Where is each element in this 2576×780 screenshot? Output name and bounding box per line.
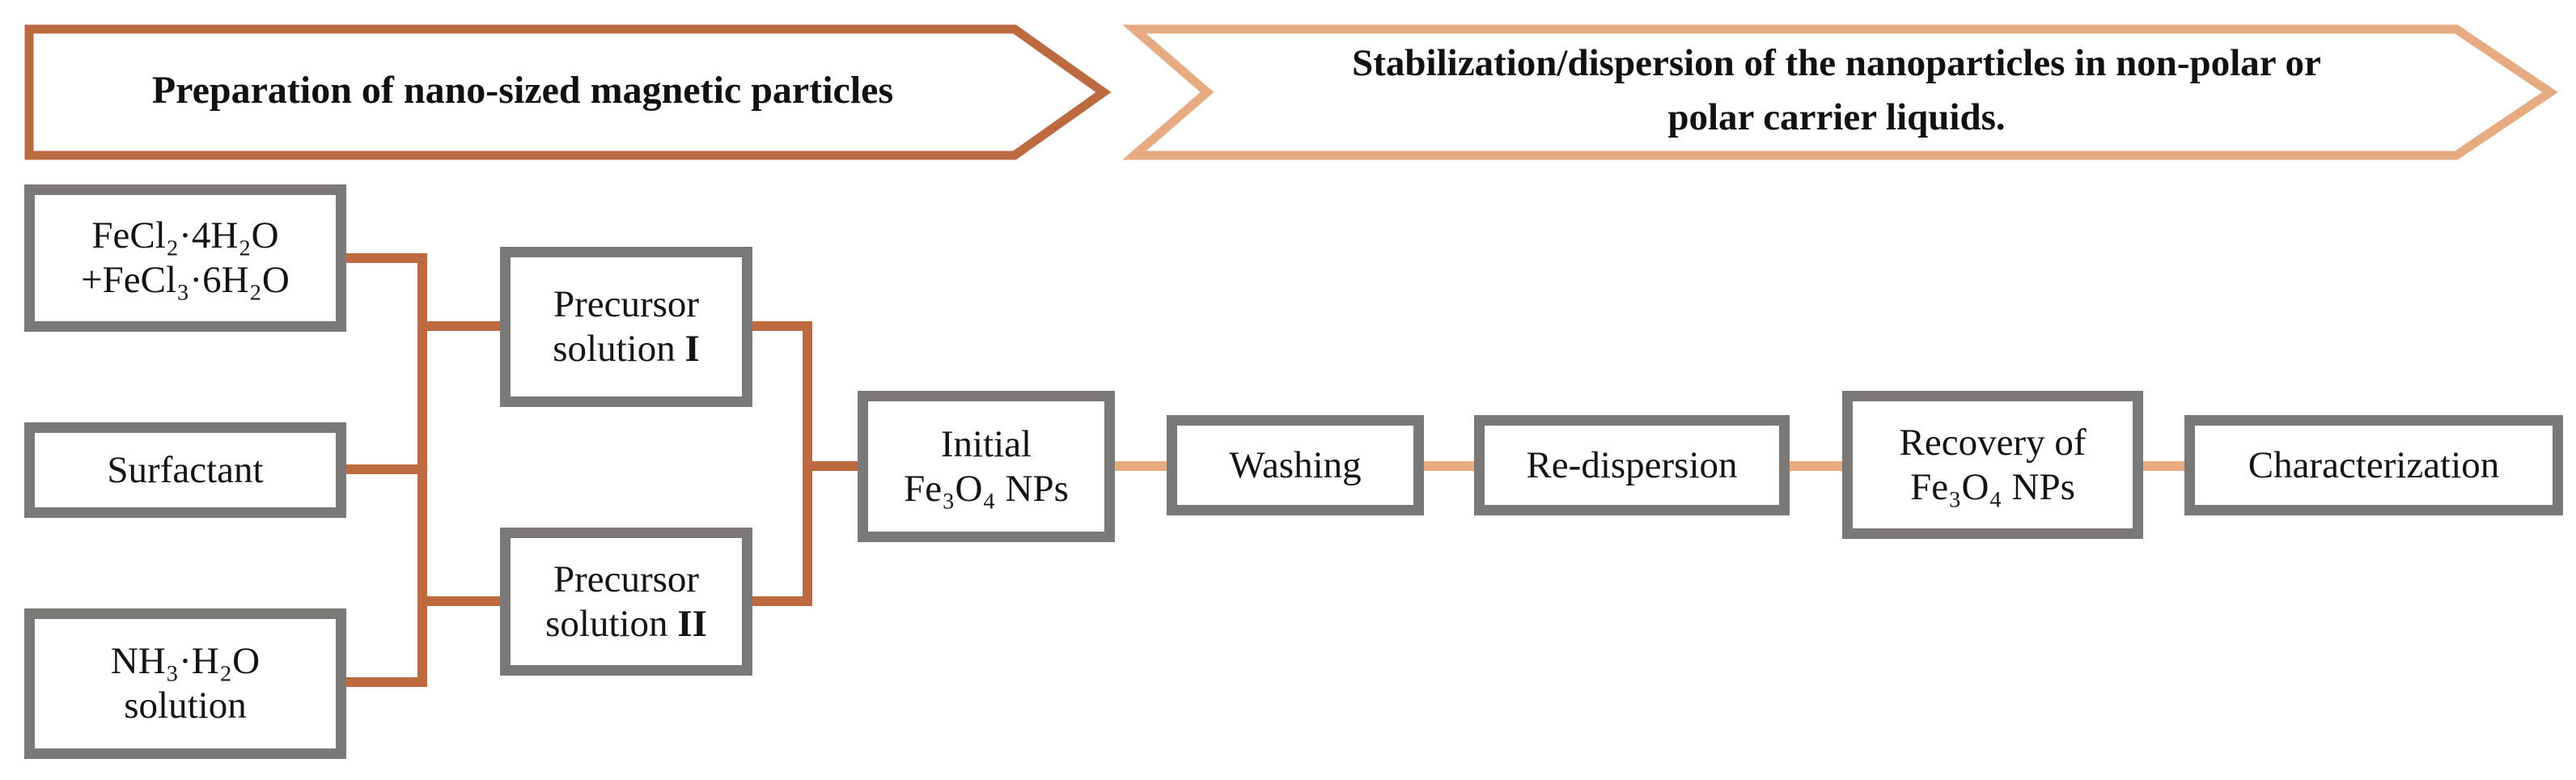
stage1-banner-label: Preparation of nano-sized magnetic parti…	[29, 24, 1016, 157]
connector-left-trunk-vertical	[417, 253, 427, 687]
node-iron-chloride-salts-line1: FeCl₂·4H₂O	[91, 214, 279, 257]
precursor1-line2-text: solution	[553, 328, 685, 370]
node-characterization-label: Characterization	[2248, 443, 2500, 486]
precursor2-line2-text: solution	[545, 602, 678, 645]
connector-ironsalts-to-trunk	[340, 253, 427, 263]
node-surfactant: Surfactant	[24, 422, 346, 518]
node-recovery-fe3o4-nps: Recovery of Fe₃O₄ NPs	[1842, 391, 2143, 539]
node-precursor1-line2: solution I	[553, 327, 700, 371]
connector-merge-to-initialnps	[803, 461, 867, 471]
node-washing: Washing	[1167, 415, 1424, 515]
node-initial-nps-line2: Fe₃O₄ NPs	[904, 467, 1069, 510]
node-precursor2-line1: Precursor	[553, 557, 700, 600]
precursor1-numeral: I	[684, 328, 700, 370]
stage2-banner-text-line1: Stabilization/dispersion of the nanopart…	[1352, 42, 2321, 85]
connector-recovery-to-characterization	[2138, 461, 2193, 471]
node-redispersion-label: Re-dispersion	[1526, 443, 1738, 486]
node-characterization: Characterization	[2184, 415, 2563, 515]
node-surfactant-label: Surfactant	[107, 448, 264, 491]
stage1-banner-arrow-shape	[24, 24, 1112, 160]
node-iron-chloride-salts: FeCl₂·4H₂O +FeCl₃·6H₂O	[24, 184, 346, 332]
node-precursor1-line1: Precursor	[553, 283, 700, 326]
connector-trunk-to-precursor2	[417, 596, 508, 606]
stage1-banner-text: Preparation of nano-sized magnetic parti…	[151, 68, 894, 112]
connector-washing-to-redispersion	[1419, 461, 1482, 471]
stage2-banner-chevron-shape	[1122, 24, 2558, 160]
stage2-banner-label: Stabilization/dispersion of the nanopart…	[1189, 24, 2484, 157]
node-initial-fe3o4-nps: Initial Fe₃O₄ NPs	[858, 391, 1115, 542]
node-precursor-solution-2: Precursor solution II	[500, 528, 752, 676]
connector-redispersion-to-recovery	[1785, 461, 1850, 471]
node-recovery-line2: Fe₃O₄ NPs	[1910, 465, 2075, 508]
node-initial-nps-line1: Initial	[940, 422, 1032, 465]
stage-banners	[24, 24, 2558, 160]
connector-initialnps-to-washing	[1110, 461, 1175, 471]
node-ammonia-solution-line2: solution	[124, 685, 247, 727]
connector-precursor2-to-merge	[744, 596, 812, 606]
node-ammonia-solution-line1: NH₃·H₂O	[110, 640, 261, 683]
connector-ammonia-to-trunk	[340, 677, 427, 687]
node-ammonia-solution: NH₃·H₂O solution	[24, 608, 346, 759]
connector-surfactant-to-trunk	[340, 464, 427, 474]
node-precursor2-line2: solution II	[545, 602, 707, 646]
node-recovery-line1: Recovery of	[1899, 421, 2087, 464]
node-redispersion: Re-dispersion	[1474, 415, 1790, 515]
stage2-banner-text-line2: polar carrier liquids.	[1667, 96, 2006, 138]
precursor2-numeral: II	[677, 602, 707, 645]
node-iron-chloride-salts-line2: +FeCl₃·6H₂O	[81, 259, 290, 301]
node-precursor-solution-1: Precursor solution I	[500, 247, 752, 407]
connector-trunk-to-precursor1	[417, 321, 508, 331]
connector-precursor1-to-merge	[744, 321, 812, 331]
node-washing-label: Washing	[1229, 443, 1362, 486]
